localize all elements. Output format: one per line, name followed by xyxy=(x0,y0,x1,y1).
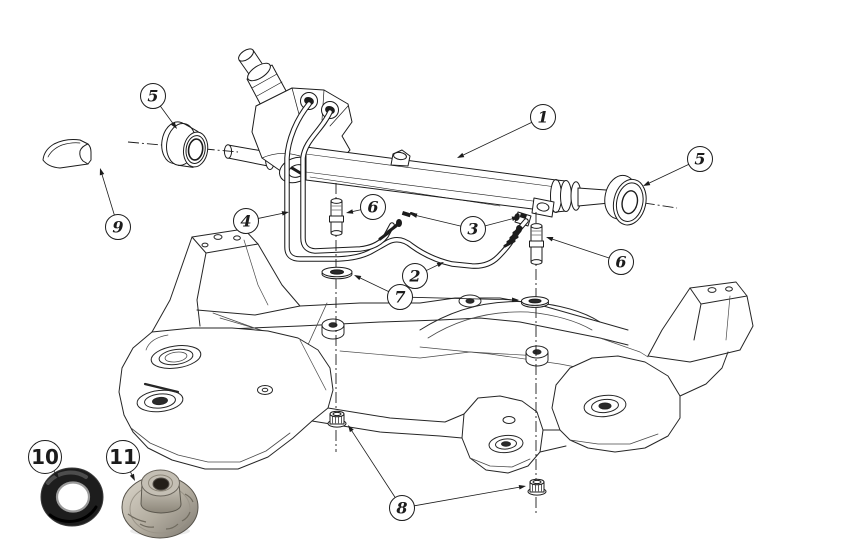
subframe-front-apron xyxy=(311,407,567,453)
mounting-bushing-right xyxy=(604,174,647,226)
leader-arrowhead xyxy=(546,237,554,242)
leader-line xyxy=(100,169,115,216)
leader-line xyxy=(547,237,610,259)
callout-circle-3[interactable] xyxy=(460,216,486,242)
callout-circle-6-right[interactable] xyxy=(608,249,634,275)
callout-number-7: 7 xyxy=(394,288,405,307)
leader-line xyxy=(355,275,389,292)
leader-line xyxy=(484,217,518,227)
hose-fitting-left xyxy=(378,219,402,241)
callout-number-3: 3 xyxy=(467,220,478,239)
callout-circle-1[interactable] xyxy=(530,104,556,130)
union-bolt-right-item3 xyxy=(519,213,527,219)
subframe-right-tower xyxy=(647,281,754,363)
callout-6-left[interactable]: 6 xyxy=(346,194,386,220)
callout-circle-9[interactable] xyxy=(105,214,131,240)
callout-circle-10[interactable] xyxy=(28,440,62,474)
leader-arrowhead xyxy=(53,471,59,479)
callout-4[interactable]: 4 xyxy=(233,208,290,234)
mounting-stud-left xyxy=(329,198,344,236)
callout-1[interactable]: 1 xyxy=(457,104,556,159)
leader-arrowhead xyxy=(511,216,519,221)
hardware xyxy=(42,121,647,496)
leader-line xyxy=(411,214,461,227)
callout-number-4: 4 xyxy=(240,212,251,231)
mounting-stud-right xyxy=(529,223,544,265)
leader-arrowhead xyxy=(436,262,444,268)
callout-6-right[interactable]: 6 xyxy=(546,237,634,275)
subframe-left-tower xyxy=(151,228,301,333)
callout-number-10: 10 xyxy=(31,445,59,469)
subframe-front-left-lobe xyxy=(118,327,334,470)
subframe-center-front-lobe xyxy=(461,395,544,474)
callout-10[interactable]: 10 xyxy=(28,440,62,480)
callout-8[interactable]: 8 xyxy=(348,425,526,521)
leader-arrowhead xyxy=(643,180,651,186)
callout-number-6-right: 6 xyxy=(615,253,626,272)
leader-arrowhead xyxy=(129,473,135,481)
leader-arrowhead xyxy=(354,275,362,281)
washer-right xyxy=(521,296,549,308)
callout-number-8: 8 xyxy=(395,499,407,518)
callout-11[interactable]: 11 xyxy=(106,440,140,482)
subframe-stud-boss-right xyxy=(525,345,549,367)
subframe-front-right-lobe xyxy=(551,337,729,453)
subframe-stud-boss-left xyxy=(321,318,345,340)
callout-circle-5-right[interactable] xyxy=(687,146,713,172)
leader-arrowhead xyxy=(171,121,177,129)
valve-pipes-item4 xyxy=(284,101,529,269)
callout-number-5-right: 5 xyxy=(694,150,705,169)
callout-5-right[interactable]: 5 xyxy=(643,146,713,187)
leader-arrowhead xyxy=(410,213,418,218)
callout-5-left[interactable]: 5 xyxy=(140,83,178,130)
callout-circle-11[interactable] xyxy=(106,440,140,474)
leader-arrowhead xyxy=(281,211,289,216)
callout-number-5-left: 5 xyxy=(147,87,158,106)
callout-7[interactable]: 7 xyxy=(354,275,519,310)
leader-line xyxy=(348,426,396,498)
callout-number-2: 2 xyxy=(408,267,420,286)
leader-arrowhead xyxy=(518,484,526,490)
leader-arrowhead xyxy=(457,152,465,158)
callout-circle-4[interactable] xyxy=(233,208,259,234)
subframe-drawing xyxy=(118,228,754,474)
leader-arrowhead xyxy=(348,425,354,433)
callout-number-1: 1 xyxy=(537,108,548,127)
callout-number-6-left: 6 xyxy=(367,198,378,217)
stamp-marks xyxy=(127,493,194,530)
leader-arrowhead xyxy=(511,297,519,303)
spacer-bushing-photo xyxy=(121,469,199,539)
callout-number-9: 9 xyxy=(112,218,123,237)
callout-circle-5-left[interactable] xyxy=(140,83,166,109)
callout-circle-8[interactable] xyxy=(389,495,415,521)
leader-line xyxy=(412,296,518,301)
callout-number-11: 11 xyxy=(109,445,137,469)
callout-2[interactable]: 2 xyxy=(402,262,445,289)
leader-arrowhead xyxy=(346,209,354,214)
leader-arrowhead xyxy=(99,168,105,176)
mounting-bushing-left xyxy=(161,121,209,168)
leader-line xyxy=(644,163,689,186)
callout-circle-2[interactable] xyxy=(402,263,428,289)
callout-circle-7[interactable] xyxy=(387,284,413,310)
clamp-half-shell xyxy=(42,139,92,169)
callout-9[interactable]: 9 xyxy=(99,168,131,240)
rack-right-port xyxy=(514,197,555,227)
hydraulic-pipes xyxy=(284,101,529,269)
callouts-layer: 1 2 3 4 5 5 6 6 7 8 9 10 11 xyxy=(28,83,713,521)
hose-fitting-right xyxy=(503,225,523,248)
subframe-center-arch xyxy=(419,294,601,339)
flange-nut-left xyxy=(327,410,347,428)
oring-photo xyxy=(40,467,104,527)
leader-line xyxy=(458,122,532,158)
callout-3[interactable]: 3 xyxy=(410,213,519,242)
callout-circle-6-left[interactable] xyxy=(360,194,386,220)
washer-left xyxy=(321,266,353,280)
leader-line xyxy=(414,485,525,507)
flange-nut-right xyxy=(527,478,547,496)
